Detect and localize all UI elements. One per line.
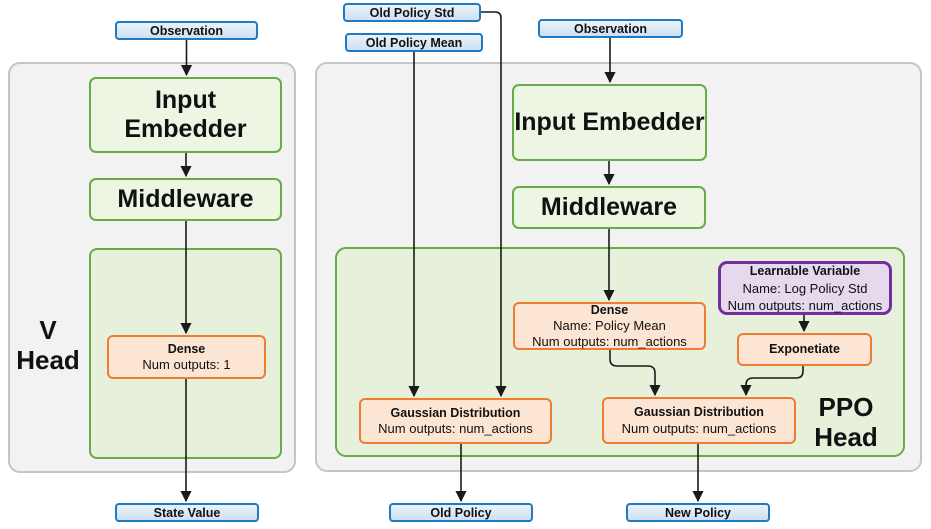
old-policy-mean-label: Old Policy Mean [365,35,463,50]
old-policy-output-node: Old Policy [389,503,533,522]
v-input-embedder-label: Input Embedder [124,86,247,143]
ppo-head-label-line1: PPO [818,392,874,422]
gaussian-new-detail: Num outputs: num_actions [621,420,777,436]
ppo-dense-title: Dense [590,302,629,317]
state-value-label: State Value [153,505,221,520]
old-policy-std-label: Old Policy Std [369,5,455,20]
old-policy-mean-node: Old Policy Mean [345,33,483,52]
gaussian-new-title: Gaussian Distribution [634,405,764,419]
exponetiate-node: Exponetiate [737,333,872,366]
old-policy-output-label: Old Policy [430,505,492,520]
state-value-node: State Value [115,503,259,522]
v-head-label-line2: Head [16,345,80,375]
new-policy-output-node: New Policy [626,503,770,522]
exponetiate-label: Exponetiate [769,341,840,356]
learnable-variable-name: Name: Log Policy Std [742,280,868,296]
ppo-dense-name: Name: Policy Mean [553,318,666,334]
new-policy-output-label: New Policy [665,505,731,520]
gaussian-distribution-new-node: Gaussian Distribution Num outputs: num_a… [602,397,796,444]
old-policy-std-node: Old Policy Std [343,3,481,22]
learnable-variable-node: Learnable Variable Name: Log Policy Std … [718,261,892,315]
learnable-variable-outputs: Num outputs: num_actions [727,297,883,313]
v-dense-node: Dense Num outputs: 1 [107,335,266,379]
gaussian-distribution-old-node: Gaussian Distribution Num outputs: num_a… [359,398,552,444]
v-observation-node: Observation [115,21,258,40]
learnable-variable-title: Learnable Variable [749,263,861,278]
v-middleware-label: Middleware [117,185,254,213]
v-dense-detail: Num outputs: 1 [142,357,231,372]
v-input-embedder-node: Input Embedder [89,77,282,153]
ppo-middleware-label: Middleware [540,193,678,221]
gaussian-old-title: Gaussian Distribution [390,405,521,420]
v-head-label: V Head [12,315,84,375]
ppo-observation-label: Observation [574,21,647,36]
ppo-dense-node: Dense Name: Policy Mean Num outputs: num… [513,302,706,350]
ppo-input-embedder-label: Input Embedder [514,108,705,136]
ppo-dense-outputs: Num outputs: num_actions [532,333,687,349]
v-head-label-line1: V [39,315,57,345]
v-observation-label: Observation [150,23,223,38]
v-dense-title: Dense [167,341,206,356]
ppo-head-label: PPO Head [805,392,887,452]
ppo-middleware-node: Middleware [512,186,706,229]
gaussian-old-detail: Num outputs: num_actions [378,421,533,436]
v-middleware-node: Middleware [89,178,282,221]
ppo-observation-node: Observation [538,19,683,38]
ppo-input-embedder-node: Input Embedder [512,84,707,161]
ppo-head-label-line2: Head [814,422,878,452]
